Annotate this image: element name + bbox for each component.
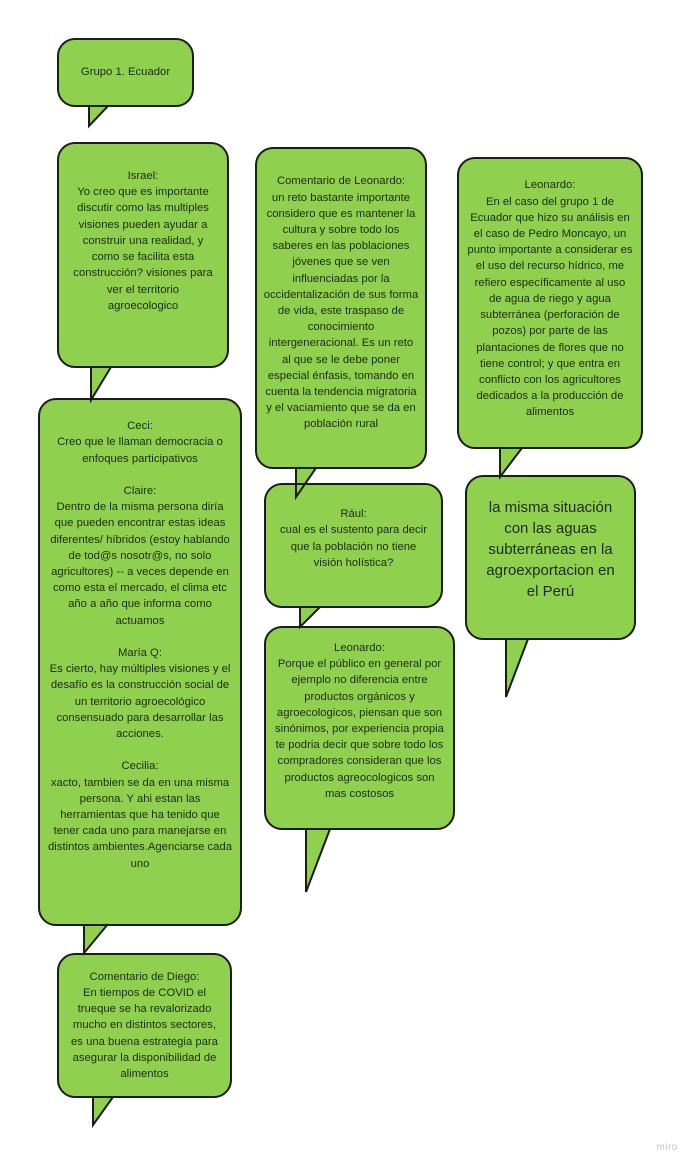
bubble-text: la misma situación con las aguas subterr… [486,499,615,600]
bubble-text: Ceci: Creo que le llaman democracia o en… [48,420,232,870]
bubble-israel[interactable]: Israel: Yo creo que es importante discut… [57,142,229,368]
bubble-text: Grupo 1. Ecuador [80,66,171,79]
bubble-raul[interactable]: Rául: cual es el sustento para decir que… [264,483,443,608]
bubble-grupo-ecuador[interactable]: Grupo 1. Ecuador [57,38,194,107]
bubble-peru[interactable]: la misma situación con las aguas subterr… [465,475,636,640]
bubble-text: Israel: Yo creo que es importante discut… [73,170,213,312]
bubble-text: Comentario de Diego: En tiempos de COVID… [71,970,218,1080]
miro-watermark: miro [656,1142,678,1153]
bubble-ceci-claire-maria-cecilia[interactable]: Ceci: Creo que le llaman democracia o en… [38,398,242,926]
bubble-diego[interactable]: Comentario de Diego: En tiempos de COVID… [57,953,232,1098]
bubble-leonardo-agua[interactable]: Leonardo: En el caso del grupo 1 de Ecua… [457,157,643,449]
bubble-leonardo-respuesta[interactable]: Leonardo: Porque el público en general p… [264,626,455,830]
bubble-text: Leonardo: Porque el público en general p… [275,641,444,800]
bubble-text: Leonardo: En el caso del grupo 1 de Ecua… [467,179,633,419]
bubble-leonardo-comentario[interactable]: Comentario de Leonardo: un reto bastante… [255,147,427,469]
bubble-text: Comentario de Leonardo: un reto bastante… [263,175,419,431]
bubble-text: Rául: cual es el sustento para decir que… [280,508,427,569]
